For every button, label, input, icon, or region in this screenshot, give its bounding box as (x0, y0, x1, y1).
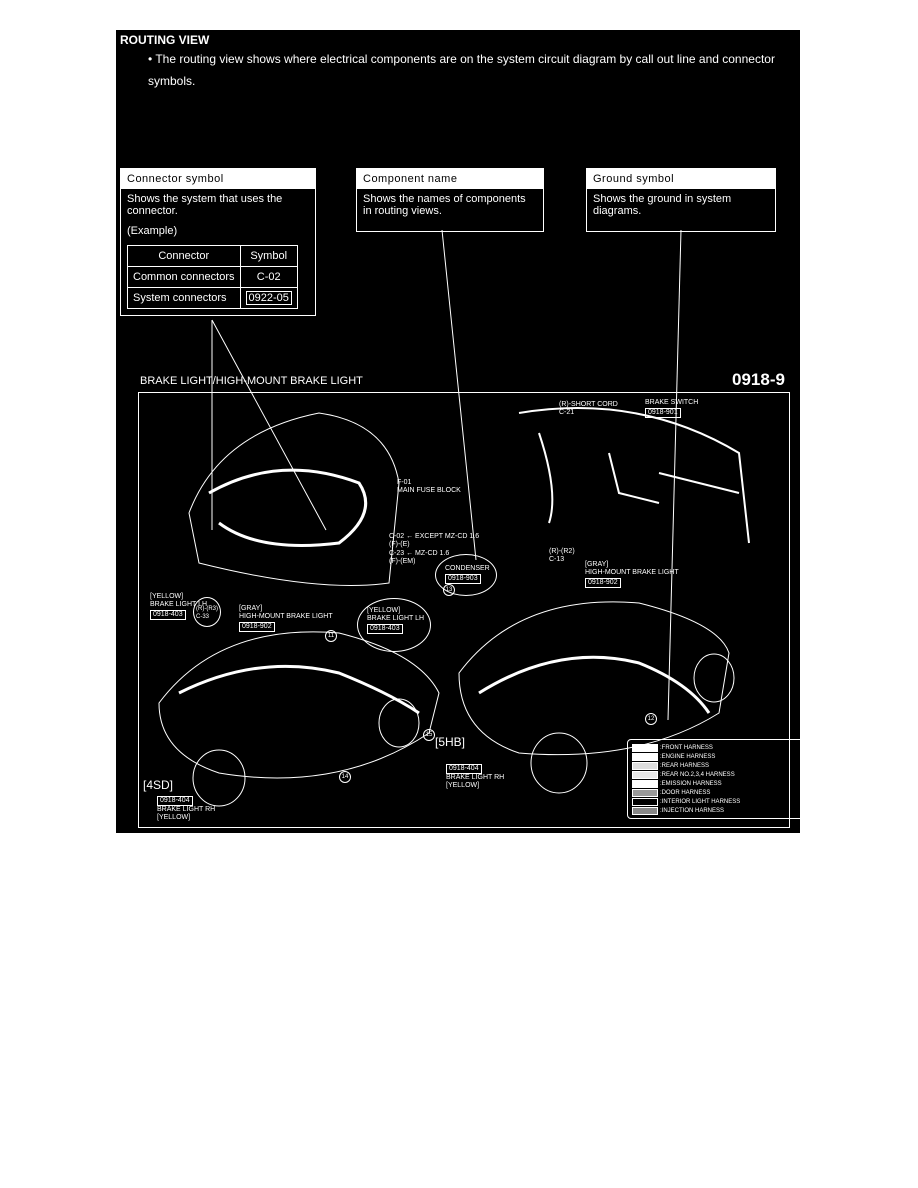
legend-item: :DOOR HARNESS (632, 788, 804, 797)
legend-swatch (632, 797, 658, 806)
callout-lines (211, 229, 682, 721)
legend-label: :DOOR HARNESS (660, 789, 711, 796)
legend-label: :FRONT HARNESS (660, 744, 713, 751)
label: C-23 ← MZ-CD 1.6 (389, 550, 450, 557)
label: CONDENSER (445, 565, 490, 572)
condenser-callout (435, 554, 497, 596)
brake-light-lh-callout (357, 598, 431, 652)
legend-item: :ENGINE HARNESS (632, 752, 804, 761)
legend-item: :REAR HARNESS (632, 761, 804, 770)
connector-code: 0918-404 (157, 796, 193, 806)
legend-swatch (632, 806, 658, 815)
label: C-21 (559, 409, 575, 416)
label: [GRAY] (239, 605, 263, 612)
routing-view-page: ROUTING VIEW • The routing view shows wh… (116, 30, 805, 833)
label: BRAKE SWITCH (645, 399, 699, 406)
label-4sd: [4SD] (143, 778, 174, 792)
callout-title: Connector symbol (121, 169, 315, 189)
legend-item: :INTERIOR LIGHT HARNESS (632, 797, 804, 806)
label: (R)-(R3) (196, 606, 218, 612)
connector-code: 0918-903 (445, 574, 481, 584)
label: BRAKE LIGHT LH (367, 615, 425, 622)
diagram-title: BRAKE LIGHT/HIGH-MOUNT BRAKE LIGHT (140, 375, 363, 387)
label: BRAKE LIGHT RH (157, 806, 216, 813)
ground-marker: 12 (645, 713, 657, 725)
example-label: (Example) (127, 225, 178, 237)
legend-item: :REAR NO.2,3,4 HARNESS (632, 770, 804, 779)
diagram-code: 0918-9 (732, 370, 785, 389)
legend-label: :REAR NO.2,3,4 HARNESS (660, 771, 735, 778)
label: [YELLOW] (157, 814, 191, 821)
ground-marker: 15 (423, 729, 435, 741)
label: (F)-(E) (389, 541, 410, 548)
legend-swatch (632, 761, 658, 770)
label-5hb: [5HB] (435, 735, 466, 749)
legend-item: :INJECTION HARNESS (632, 806, 804, 815)
callout-body: Shows the system that uses the connector… (127, 193, 283, 217)
label: [YELLOW] (150, 593, 184, 600)
car-illustrations (158, 407, 750, 807)
connector-code: 0918-902 (239, 622, 275, 632)
label: F-01 (397, 479, 412, 486)
legend-swatch (632, 779, 658, 788)
legend-item: :EMISSION HARNESS (632, 779, 804, 788)
ground-marker: 13 (443, 584, 455, 596)
component-name-callout: Component name Shows the names of compon… (356, 168, 544, 232)
cell: 0922-05 (245, 291, 292, 305)
legend-label: :EMISSION HARNESS (660, 780, 722, 787)
label: [YELLOW] (367, 607, 401, 614)
label: HIGH-MOUNT BRAKE LIGHT (585, 569, 679, 576)
connector-code: 0918-403 (367, 624, 403, 634)
cell: Common connectors (127, 266, 241, 288)
label: (R)-(R2) (549, 548, 575, 555)
legend-label: :INTERIOR LIGHT HARNESS (660, 798, 741, 805)
label: (R)-SHORT CORD (559, 401, 618, 408)
label: HIGH-MOUNT BRAKE LIGHT (239, 613, 333, 620)
heading: ROUTING VIEW (120, 33, 210, 47)
connector-code: 0918-404 (446, 764, 482, 774)
callout-body: Shows the ground in system diagrams. (593, 193, 732, 217)
legend-swatch (632, 743, 658, 752)
label: [YELLOW] (446, 782, 480, 789)
label: C-13 (549, 556, 565, 563)
label: BRAKE LIGHT LH (150, 601, 208, 608)
callout-title: Ground symbol (587, 169, 775, 189)
label: [GRAY] (585, 561, 609, 568)
callout-title: Component name (357, 169, 543, 189)
ground-marker: 11 (325, 630, 337, 642)
legend-label: :INJECTION HARNESS (660, 807, 725, 814)
label: C-33 (196, 614, 210, 620)
connector-code: 0918-901 (645, 408, 681, 418)
harness-legend: :FRONT HARNESS :ENGINE HARNESS :REAR HARNE… (627, 739, 805, 819)
c33-callout (193, 597, 221, 627)
legend-swatch (632, 770, 658, 779)
callout-body: Shows the names of components in routing… (363, 193, 526, 217)
label: C-02 ← EXCEPT MZ-CD 1.6 (389, 533, 480, 540)
ground-marker: 14 (339, 771, 351, 783)
legend-label: :REAR HARNESS (660, 762, 710, 769)
cell: System connectors (127, 287, 241, 309)
ground-symbol-callout: Ground symbol Shows the ground in system… (586, 168, 776, 232)
connector-symbol-callout: Connector symbol Shows the system that u… (120, 168, 316, 316)
label: MAIN FUSE BLOCK (397, 487, 461, 494)
connector-code: 0918-403 (150, 610, 186, 620)
legend-label: :ENGINE HARNESS (660, 753, 716, 760)
legend-item: :FRONT HARNESS (632, 743, 804, 752)
label: BRAKE LIGHT RH (446, 774, 505, 781)
legend-swatch (632, 788, 658, 797)
connector-code: 0918-902 (585, 578, 621, 588)
intro-text: • The routing view shows where electrica… (148, 52, 775, 88)
label: (F)-(EM) (389, 558, 416, 565)
legend-swatch (632, 752, 658, 761)
